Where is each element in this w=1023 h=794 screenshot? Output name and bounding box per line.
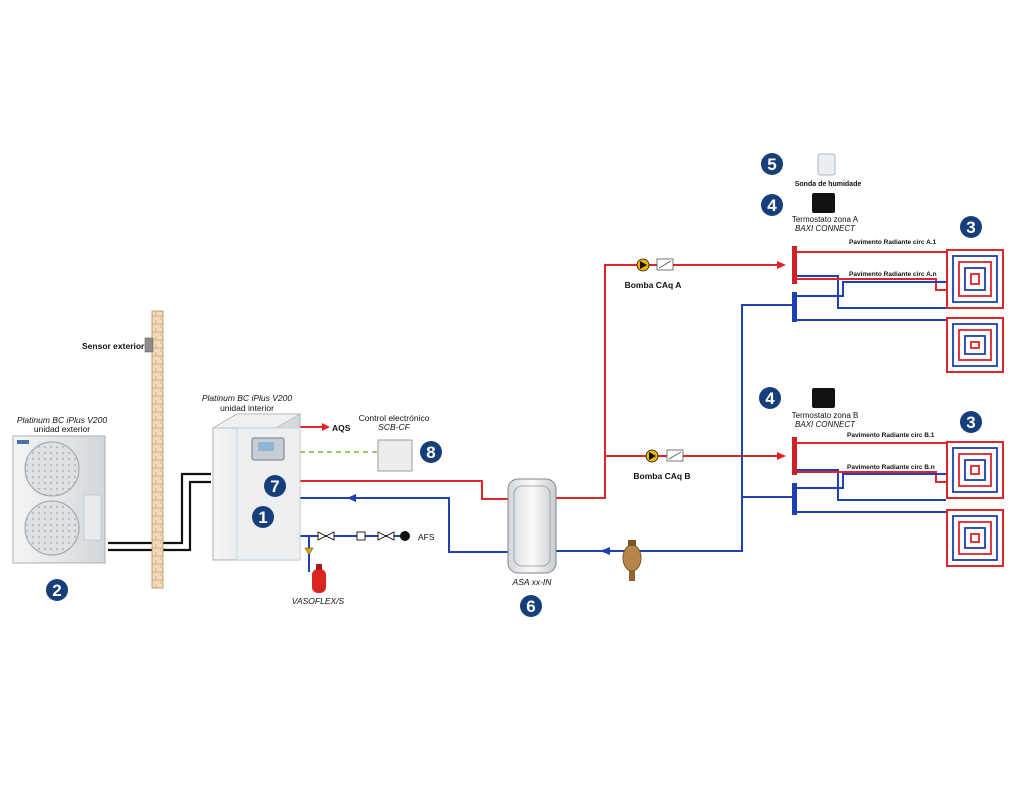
vasoflex-label: VASOFLEX/S — [292, 596, 345, 606]
thermostat-b-brand: BAXI CONNECT — [795, 420, 856, 429]
svg-text:6: 6 — [526, 597, 535, 616]
return-pipe-zones — [556, 304, 792, 552]
thermostat-b-label: Termostato zona B — [792, 411, 859, 420]
svg-text:3: 3 — [966, 218, 975, 237]
safety-valve-icon — [304, 547, 314, 556]
afs-label: AFS — [418, 532, 435, 542]
thermostat-b-icon — [812, 388, 835, 408]
floor-loop-ring — [952, 323, 998, 367]
indoor-unit-subtitle: unidad interior — [220, 403, 274, 413]
outdoor-unit-model: Platinum BC iPlus V200 — [17, 415, 108, 425]
svg-text:8: 8 — [426, 443, 435, 462]
badge-indoor-unit: 1 — [252, 506, 274, 528]
supply-pipe-zone-a — [556, 264, 782, 499]
control-title: Control electrónico — [359, 413, 430, 423]
refrigerant-pipes — [108, 472, 211, 552]
floor-loop-ring — [970, 273, 980, 285]
exterior-wall — [151, 310, 164, 589]
pump-b-icon — [645, 449, 684, 463]
indoor-unit-model: Platinum BC iPlus V200 — [202, 393, 293, 403]
electronic-control-box — [377, 439, 413, 472]
floor-loop-1 — [946, 249, 1004, 309]
aqs-label: AQS — [332, 423, 351, 433]
badge-tank: 6 — [520, 595, 542, 617]
thermostat-a-label: Termostato zona A — [792, 215, 859, 224]
badge-humidity-probe: 5 — [761, 153, 783, 175]
collector-return-a — [792, 292, 797, 322]
floor-loop-2 — [946, 317, 1004, 373]
badge-floor-b: 3 — [960, 411, 982, 433]
collector-supply-a — [792, 246, 797, 284]
outdoor-unit-subtitle: unidad exterior — [34, 424, 90, 434]
outdoor-unit — [12, 435, 106, 564]
expansion-vessel — [312, 564, 326, 593]
thermostat-a-icon — [812, 193, 835, 213]
floor-loop-ring — [952, 255, 998, 303]
humidity-probe-icon — [817, 153, 836, 176]
floor-loop-ring — [964, 267, 986, 291]
floor-loop-ring — [970, 533, 980, 543]
floor-loop-ring — [958, 261, 992, 297]
badge-control: 8 — [420, 441, 442, 463]
humidity-probe-label: Sonda de humidade — [795, 181, 862, 188]
control-model: SCB-CF — [378, 422, 410, 432]
floor-loop-ring — [958, 453, 992, 487]
floor-heating-loops — [946, 249, 1004, 567]
badge-thermostat-b: 4 — [759, 387, 781, 409]
afs-pipe — [300, 535, 402, 572]
dirt-separator-icon — [622, 540, 642, 581]
pump-a-label: Bomba CAq A — [625, 280, 682, 290]
aqs-pipe — [300, 423, 330, 431]
badge-floor-a: 3 — [960, 216, 982, 238]
svg-text:3: 3 — [966, 413, 975, 432]
pump-b-label: Bomba CAq B — [633, 471, 690, 481]
badge-thermostat-a: 4 — [761, 194, 783, 216]
floor-loop-3 — [946, 441, 1004, 499]
floor-loop-ring — [970, 465, 980, 475]
badge-indoor-detail: 7 — [264, 475, 286, 497]
floor-circuit-bn-label: Pavimento Radiante circ B.n — [847, 464, 935, 471]
pump-a-icon — [636, 258, 674, 272]
floor-loop-ring — [964, 459, 986, 481]
badge-outdoor-unit: 2 — [46, 579, 68, 601]
buffer-tank — [507, 478, 557, 574]
afs-inlet-icon — [400, 531, 410, 541]
zone-a-circuits — [797, 251, 950, 321]
floor-circuit-a1-label: Pavimento Radiante circ A.1 — [849, 239, 937, 246]
floor-loop-ring — [958, 521, 992, 555]
svg-text:4: 4 — [767, 196, 777, 215]
floor-circuit-an-label: Pavimento Radiante circ A.n — [849, 271, 937, 278]
indoor-unit — [211, 413, 302, 561]
outdoor-sensor-label: Sensor exterior — [82, 341, 145, 351]
supply-pipe-unit-tank — [300, 480, 508, 500]
return-pipe-tank-unit — [300, 497, 508, 553]
floor-circuit-b1-label: Pavimento Radiante circ B.1 — [847, 432, 935, 439]
floor-loop-ring — [958, 329, 992, 361]
floor-loop-ring — [964, 527, 986, 549]
svg-text:1: 1 — [258, 508, 267, 527]
zone-b-circuits — [797, 442, 950, 513]
floor-loop-4 — [946, 509, 1004, 567]
svg-text:7: 7 — [270, 477, 279, 496]
collector-supply-b — [792, 437, 797, 475]
afs-valve-set — [317, 531, 395, 541]
svg-text:4: 4 — [765, 389, 775, 408]
floor-loop-ring — [970, 341, 980, 349]
svg-text:2: 2 — [52, 581, 61, 600]
floor-loop-ring — [952, 447, 998, 493]
floor-loop-ring — [952, 515, 998, 561]
collector-return-b — [792, 483, 797, 515]
floor-loop-ring — [964, 335, 986, 355]
outdoor-sensor — [144, 337, 154, 353]
svg-text:5: 5 — [767, 155, 776, 174]
thermostat-a-brand: BAXI CONNECT — [795, 224, 856, 233]
tank-label: ASA xx-IN — [512, 577, 553, 587]
